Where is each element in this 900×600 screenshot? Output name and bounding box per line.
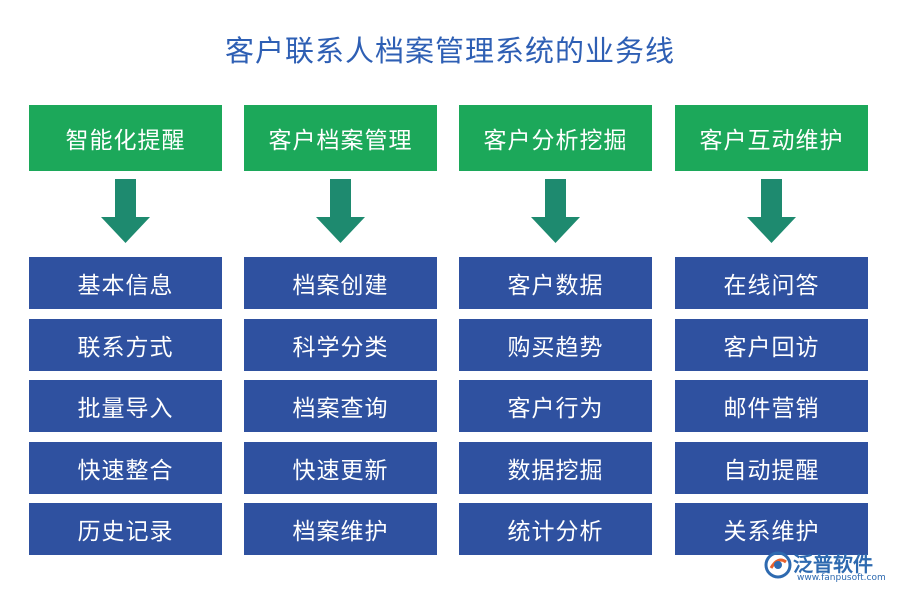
column-2: 客户档案管理 档案创建 科学分类 档案查询 快速更新 档案维护: [244, 105, 437, 565]
column-header: 客户档案管理: [244, 105, 437, 171]
list-item: 科学分类: [244, 318, 437, 371]
list-item: 在线问答: [675, 257, 868, 309]
down-arrow-icon: [531, 179, 580, 243]
list-item: 自动提醒: [675, 441, 868, 494]
brand-logo: 泛普软件 www.fanpusoft.com: [763, 548, 888, 588]
column-header: 客户互动维护: [675, 105, 868, 171]
column-header: 客户分析挖掘: [459, 105, 652, 171]
list-item: 快速整合: [29, 441, 222, 494]
list-item: 档案创建: [244, 257, 437, 309]
list-item: 基本信息: [29, 257, 222, 309]
list-item: 联系方式: [29, 318, 222, 371]
down-arrow-icon: [316, 179, 365, 243]
list-item: 批量导入: [29, 380, 222, 432]
logo-url: www.fanpusoft.com: [797, 573, 886, 583]
list-item: 档案维护: [244, 503, 437, 555]
column-items: 基本信息 联系方式 批量导入 快速整合 历史记录: [29, 257, 222, 555]
list-item: 档案查询: [244, 380, 437, 432]
column-1: 智能化提醒 基本信息 联系方式 批量导入 快速整合 历史记录: [29, 105, 222, 565]
column-items: 客户数据 购买趋势 客户行为 数据挖掘 统计分析: [459, 257, 652, 555]
list-item: 邮件营销: [675, 380, 868, 432]
list-item: 快速更新: [244, 441, 437, 494]
list-item: 客户行为: [459, 380, 652, 432]
column-items: 档案创建 科学分类 档案查询 快速更新 档案维护: [244, 257, 437, 555]
column-3: 客户分析挖掘 客户数据 购买趋势 客户行为 数据挖掘 统计分析: [459, 105, 652, 565]
column-header: 智能化提醒: [29, 105, 222, 171]
list-item: 历史记录: [29, 503, 222, 555]
down-arrow-icon: [747, 179, 796, 243]
list-item: 数据挖掘: [459, 441, 652, 494]
list-item: 购买趋势: [459, 318, 652, 371]
column-4: 客户互动维护 在线问答 客户回访 邮件营销 自动提醒 关系维护: [675, 105, 868, 565]
down-arrow-icon: [101, 179, 150, 243]
logo-name: 泛普软件: [793, 552, 873, 576]
list-item: 关系维护: [675, 503, 868, 555]
list-item: 统计分析: [459, 503, 652, 555]
list-item: 客户回访: [675, 318, 868, 371]
logo-icon: [764, 551, 792, 579]
column-items: 在线问答 客户回访 邮件营销 自动提醒 关系维护: [675, 257, 868, 555]
page-title: 客户联系人档案管理系统的业务线: [224, 34, 675, 68]
list-item: 客户数据: [459, 257, 652, 309]
